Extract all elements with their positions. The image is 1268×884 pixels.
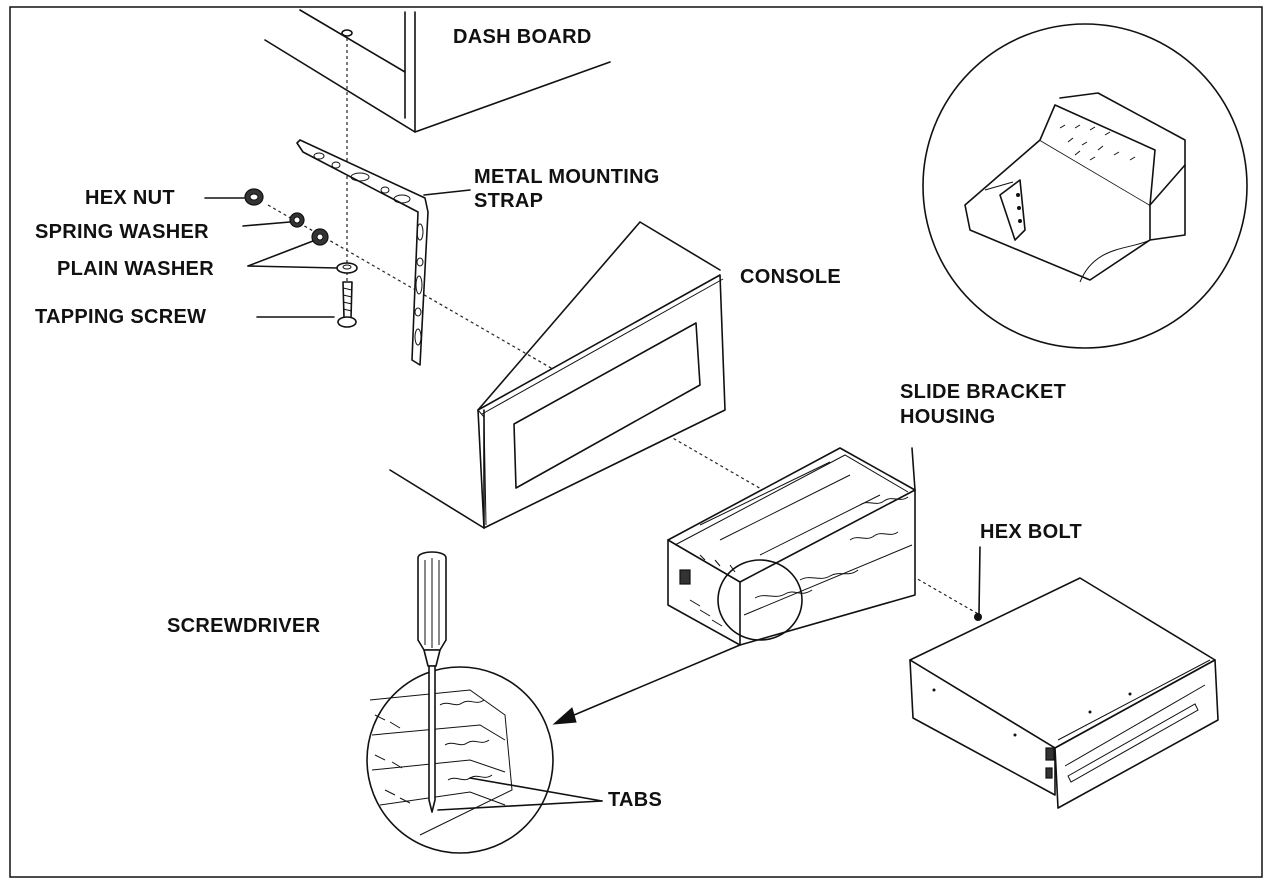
tabs-leader-b [469, 777, 603, 802]
plain-washer-leader-b [247, 265, 338, 269]
label-metal-mounting-strap-line1: METAL MOUNTING [474, 166, 660, 188]
zoom-arrow-line [566, 644, 741, 719]
spring-washer-leader [242, 221, 291, 227]
tapping-screw-shape [337, 281, 357, 328]
label-metal-mounting-strap-line2: STRAP [474, 190, 544, 212]
hex-bolt-leader [978, 546, 981, 614]
dash-board-shape [264, 9, 611, 133]
label-console: CONSOLE [740, 266, 841, 288]
metal-mounting-strap-shape [296, 139, 429, 366]
hex-nut-shape [244, 188, 264, 206]
dashboard-hole [341, 29, 353, 37]
detail-circle-small [717, 559, 803, 641]
hex-bolt-marker [974, 613, 982, 621]
plain-washer-left-shape [311, 228, 329, 246]
label-slide-bracket-housing-line1: SLIDE BRACKET [900, 381, 1067, 403]
label-slide-bracket-housing-line2: HOUSING [900, 406, 996, 428]
label-tapping-screw: TAPPING SCREW [35, 306, 207, 328]
tabs-leader-a [437, 800, 603, 811]
plain-washer-right-shape [336, 262, 358, 274]
strap-leader [423, 189, 471, 196]
label-spring-washer: SPRING WASHER [35, 221, 209, 243]
label-dash-board: DASH BOARD [453, 26, 592, 48]
label-screwdriver: SCREWDRIVER [167, 615, 321, 637]
screwdriver-detail-circle [366, 666, 554, 854]
plain-washer-leader-a [247, 240, 314, 267]
slide-bracket-housing-shape [667, 447, 916, 646]
radio-unit-shape [909, 577, 1219, 809]
label-plain-washer: PLAIN WASHER [57, 258, 214, 280]
zoom-arrow-head [552, 707, 577, 725]
label-hex-bolt: HEX BOLT [980, 521, 1083, 543]
screwdriver-shape [417, 551, 447, 813]
console-shape [389, 221, 726, 529]
spring-washer-shape [289, 212, 305, 228]
label-tabs: TABS [608, 789, 663, 811]
top-detail-circle [922, 23, 1248, 349]
diagram-frame [9, 6, 1263, 878]
label-hex-nut: HEX NUT [85, 187, 175, 209]
